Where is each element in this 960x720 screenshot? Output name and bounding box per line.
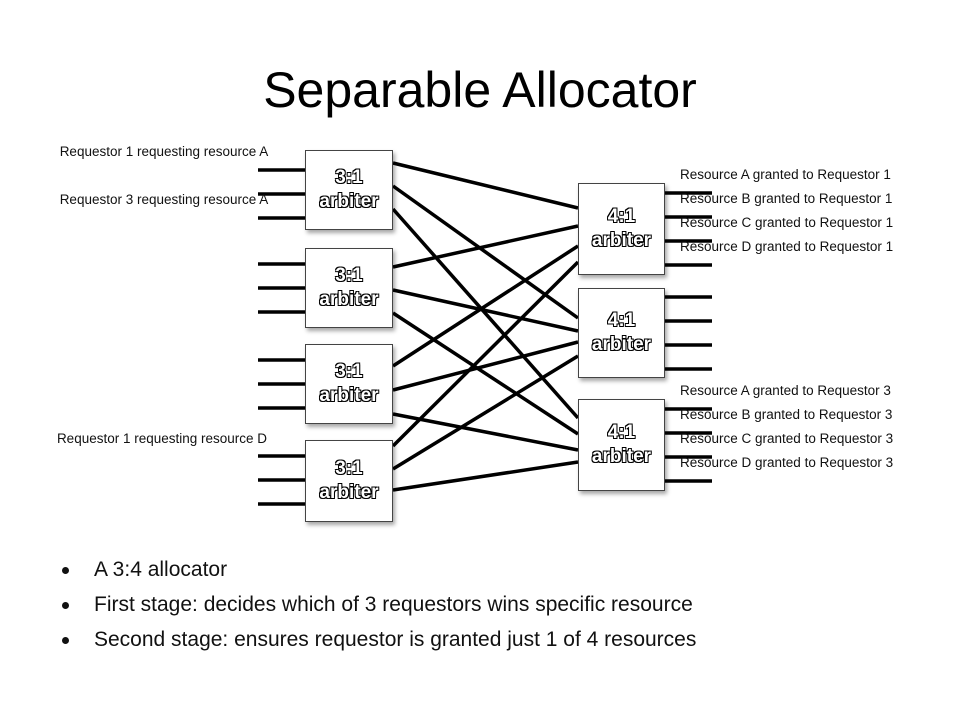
cross-wire — [392, 340, 579, 392]
output-label-b-req1: Resource B granted to Requestor 1 — [680, 191, 893, 206]
output-label-b-req3: Resource B granted to Requestor 3 — [680, 407, 893, 422]
bullet-dot-icon — [62, 637, 69, 644]
arbiter-label: 3:1 arbiter — [319, 458, 379, 503]
cross-wire — [392, 161, 579, 210]
arbiter-label: 4:1 arbiter — [591, 206, 652, 251]
slide-title: Separable Allocator — [263, 62, 697, 118]
cross-wire — [392, 244, 579, 368]
bullet-item: Second stage: ensures requestor is grant… — [62, 622, 696, 657]
cross-wire — [392, 354, 579, 471]
cross-wire — [392, 412, 579, 452]
bullet-text: First stage: decides which of 3 requesto… — [94, 593, 693, 616]
bullet-item: A 3:4 allocator — [62, 552, 696, 587]
arbiter-3to1-3: 3:1 arbiter — [305, 344, 393, 424]
input-label-req1-res-d: Requestor 1 requesting resource D — [56, 431, 268, 446]
cross-wire — [392, 288, 579, 333]
arbiter-3to1-2: 3:1 arbiter — [305, 248, 393, 328]
cross-wire — [392, 460, 579, 492]
arbiter-3to1-4: 3:1 arbiter — [305, 440, 393, 522]
bullet-item: First stage: decides which of 3 requesto… — [62, 587, 696, 622]
arbiter-label: 4:1 arbiter — [591, 310, 652, 355]
output-label-c-req1: Resource C granted to Requestor 1 — [680, 215, 894, 230]
cross-wire — [391, 184, 580, 320]
arbiter-label: 3:1 arbiter — [319, 167, 379, 212]
arbiter-label: 4:1 arbiter — [591, 422, 652, 467]
bullet-list: A 3:4 allocator First stage: decides whi… — [62, 552, 696, 657]
bullet-dot-icon — [62, 567, 69, 574]
cross-wire — [391, 260, 580, 448]
arbiter-label: 3:1 arbiter — [319, 361, 379, 406]
output-label-d-req1: Resource D granted to Requestor 1 — [680, 239, 894, 254]
bullet-text: A 3:4 allocator — [94, 558, 228, 581]
arbiter-4to1-3: 4:1 arbiter — [578, 399, 665, 491]
input-label-req1-res-a: Requestor 1 requesting resource A — [59, 144, 269, 159]
output-label-c-req3: Resource C granted to Requestor 3 — [680, 431, 894, 446]
arbiter-label: 3:1 arbiter — [319, 265, 379, 310]
arbiter-4to1-1: 4:1 arbiter — [578, 183, 665, 275]
cross-wire — [392, 224, 579, 269]
output-label-d-req3: Resource D granted to Requestor 3 — [680, 455, 894, 470]
arbiter-3to1-1: 3:1 arbiter — [305, 150, 393, 230]
bullet-dot-icon — [62, 602, 69, 609]
cross-wire — [392, 311, 579, 436]
arbiter-4to1-2: 4:1 arbiter — [578, 288, 665, 378]
output-label-a-req3: Resource A granted to Requestor 3 — [680, 383, 891, 398]
bullet-text: Second stage: ensures requestor is grant… — [94, 628, 697, 651]
cross-wire — [391, 207, 580, 420]
output-label-a-req1: Resource A granted to Requestor 1 — [680, 167, 891, 182]
input-label-req3-res-a: Requestor 3 requesting resource A — [59, 192, 269, 207]
